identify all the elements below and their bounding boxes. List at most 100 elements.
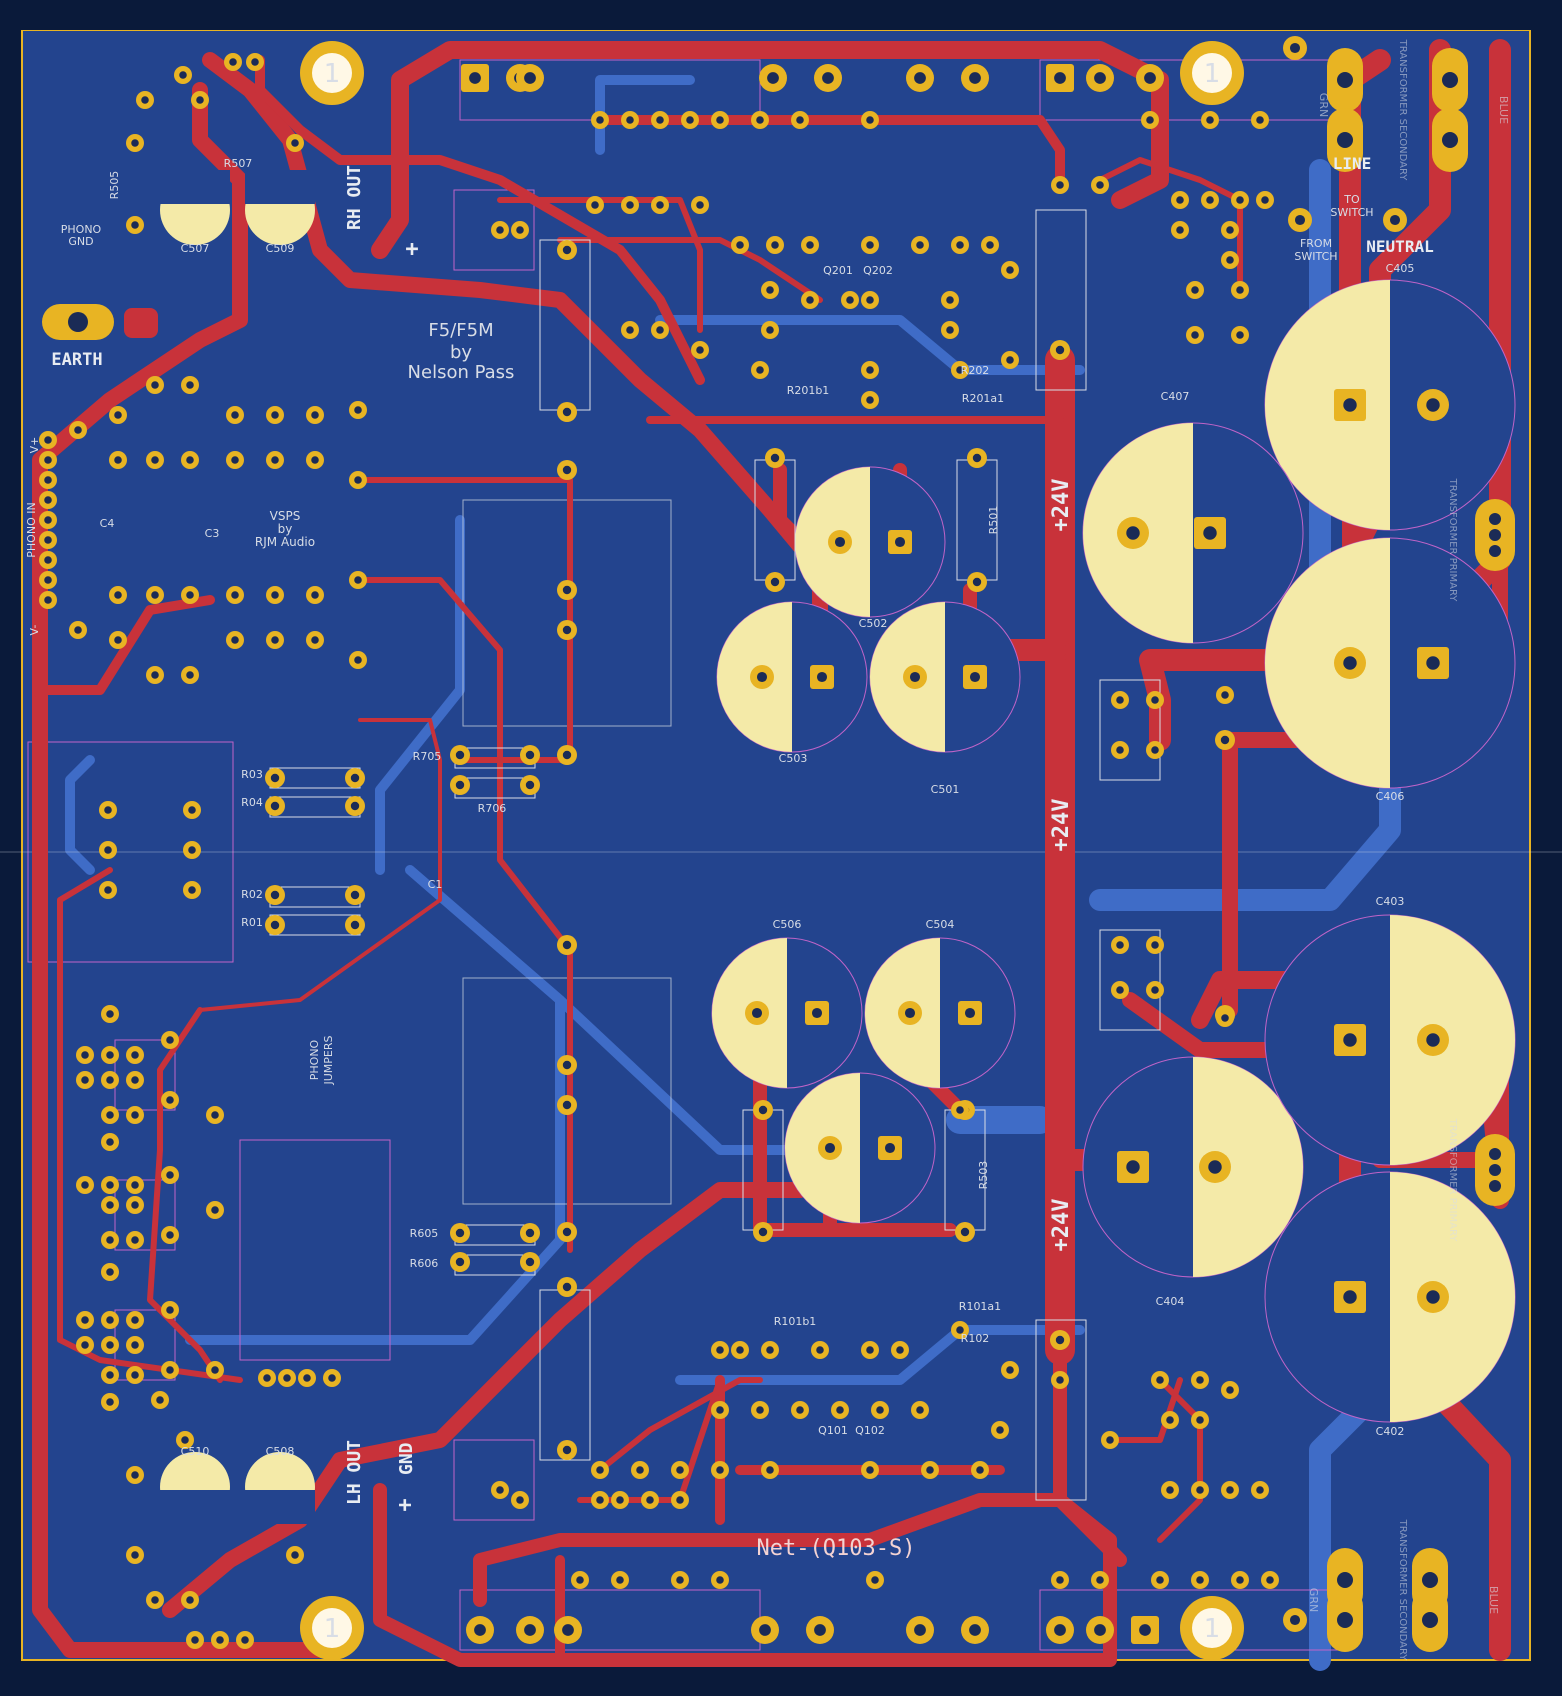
refdes-c407: C407 xyxy=(1161,390,1190,403)
pad-hole xyxy=(596,1496,604,1504)
pad-hole xyxy=(1221,691,1229,699)
pad-hole xyxy=(1236,1576,1244,1584)
refdes-r706: R706 xyxy=(478,802,507,815)
pad-hole xyxy=(736,1346,744,1354)
refdes-r04: R04 xyxy=(241,796,263,809)
pad-hole xyxy=(270,773,280,783)
pad-hole xyxy=(767,72,779,84)
pad-hole xyxy=(181,1436,189,1444)
pad-hole xyxy=(1226,226,1234,234)
pad-hole xyxy=(188,886,196,894)
pad-hole xyxy=(131,139,139,147)
pad-hole xyxy=(766,326,774,334)
pad-hole xyxy=(1294,214,1306,226)
pad-hole xyxy=(114,456,122,464)
pad-hole xyxy=(106,1201,114,1209)
refdes-c3: C3 xyxy=(205,527,220,540)
pad-hole xyxy=(211,1206,219,1214)
pad-hole xyxy=(303,1374,311,1382)
pad-hole xyxy=(455,1228,465,1238)
pad-hole xyxy=(291,1551,299,1559)
pad-hole xyxy=(1006,1366,1014,1374)
transformer-secondary-top: TRANSFORMER SECONDARY xyxy=(1397,39,1408,182)
pad-hole xyxy=(104,846,112,854)
refdes-q202: Q202 xyxy=(863,264,893,277)
pad-hole xyxy=(106,1316,114,1324)
pad-hole xyxy=(44,596,52,604)
pad-hole xyxy=(1226,1386,1234,1394)
pad-hole xyxy=(866,241,874,249)
refdes-q201: Q201 xyxy=(823,264,853,277)
mount-label-tl: 1 xyxy=(324,59,341,89)
pad-hole xyxy=(196,96,204,104)
pad-hole xyxy=(562,1624,574,1636)
pad-hole xyxy=(866,396,874,404)
pad-hole xyxy=(1206,116,1214,124)
cap-c509 xyxy=(245,170,315,245)
board-outline xyxy=(21,29,1531,1661)
pad-hole xyxy=(311,636,319,644)
pad-hole xyxy=(270,801,280,811)
pad-hole xyxy=(1422,1612,1438,1628)
pad-hole xyxy=(1236,331,1244,339)
pad-hole xyxy=(960,1227,970,1237)
pad-hole xyxy=(716,1576,724,1584)
pad-hole xyxy=(1221,1014,1229,1022)
pad-hole xyxy=(106,1111,114,1119)
refdes-r705: R705 xyxy=(413,750,442,763)
pad-hole xyxy=(969,671,981,683)
pad-hole xyxy=(186,591,194,599)
pad-hole xyxy=(114,591,122,599)
mount-label-tr: 1 xyxy=(1204,59,1221,89)
pad-hole xyxy=(270,890,280,900)
cap-c404 xyxy=(1082,1056,1304,1278)
pad-hole xyxy=(211,1366,219,1374)
pad-hole xyxy=(263,1374,271,1382)
pad-hole xyxy=(562,1060,572,1070)
refdes-c404: C404 xyxy=(1156,1295,1185,1308)
pad-hole xyxy=(1261,196,1269,204)
pad-hole xyxy=(896,1346,904,1354)
mount-hole-bl xyxy=(300,1596,364,1660)
pad-hole xyxy=(1289,1614,1301,1626)
pad-hole xyxy=(956,1106,964,1114)
pad-hole xyxy=(524,72,536,84)
pad-hole xyxy=(469,72,481,84)
refdes-c1: C1 xyxy=(428,878,443,891)
pad-hole xyxy=(1146,116,1154,124)
pad-hole xyxy=(846,296,854,304)
pad-hole xyxy=(956,366,964,374)
pad-hole xyxy=(1006,356,1014,364)
pad-hole xyxy=(1196,1416,1204,1424)
pad-hole xyxy=(1422,1572,1438,1588)
pad-hole xyxy=(81,1051,89,1059)
cap-c405 xyxy=(1264,279,1516,531)
pad-hole xyxy=(131,1051,139,1059)
pad-hole xyxy=(656,326,664,334)
refdes-c503: C503 xyxy=(779,752,808,765)
pad-hole xyxy=(866,1466,874,1474)
pad-hole xyxy=(771,241,779,249)
phono-jumpers-1: PHONO xyxy=(308,1039,321,1080)
phono-gnd-label-2: GND xyxy=(68,235,93,248)
to-switch-1: TO xyxy=(1343,193,1360,206)
pad-hole xyxy=(626,116,634,124)
pad-hole xyxy=(766,1466,774,1474)
pad-hole xyxy=(44,536,52,544)
refdes-r03: R03 xyxy=(241,768,263,781)
pad-hole xyxy=(151,591,159,599)
refdes-r01: R01 xyxy=(241,916,263,929)
pad-hole xyxy=(914,1624,926,1636)
pad-hole xyxy=(131,1371,139,1379)
pad-hole xyxy=(106,1371,114,1379)
cap-c501 xyxy=(869,601,1021,753)
pad-hole xyxy=(836,1406,844,1414)
pad-hole xyxy=(972,453,982,463)
pad-hole xyxy=(816,671,828,683)
pad-hole xyxy=(474,1624,486,1636)
pad-hole xyxy=(1056,1376,1064,1384)
refdes-c406: C406 xyxy=(1376,790,1405,803)
pad-hole xyxy=(131,1316,139,1324)
pad-hole xyxy=(1489,1148,1501,1160)
pad-hole xyxy=(179,71,187,79)
